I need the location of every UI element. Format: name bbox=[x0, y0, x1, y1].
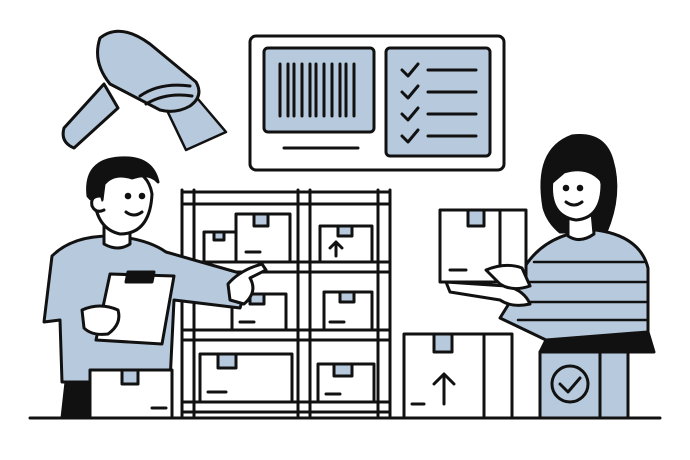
man-ear bbox=[90, 194, 106, 213]
cardboard-box-icon bbox=[202, 230, 240, 264]
scanner-head-ring bbox=[138, 83, 192, 98]
scanner-head-ring-inner bbox=[144, 93, 194, 106]
checklist-panel bbox=[384, 46, 492, 158]
cardboard-box-icon bbox=[234, 212, 292, 264]
woman-legs bbox=[538, 330, 656, 354]
barcode-icon bbox=[278, 62, 356, 118]
woman-bangs bbox=[548, 150, 606, 186]
cardboard-box-icon bbox=[316, 362, 376, 404]
cardboard-box-icon bbox=[198, 352, 294, 404]
man-hand-right bbox=[226, 262, 268, 306]
man-hand-left bbox=[80, 304, 121, 336]
man-worker bbox=[42, 156, 268, 420]
shelving-icon bbox=[180, 188, 392, 418]
cardboard-box-icon bbox=[318, 224, 374, 264]
checkmark-badge-icon bbox=[538, 350, 630, 420]
woman-hand-top bbox=[484, 263, 532, 291]
scanner-body bbox=[96, 29, 201, 113]
man-hair bbox=[86, 156, 160, 203]
dashboard-monitor bbox=[248, 34, 506, 172]
up-arrow-icon bbox=[328, 240, 344, 258]
barcode-scanner-icon bbox=[61, 29, 228, 152]
checklist-icon bbox=[400, 62, 478, 144]
cardboard-box-icon bbox=[88, 368, 174, 420]
cardboard-box-icon bbox=[402, 332, 514, 420]
scanner-arm bbox=[61, 82, 120, 150]
up-arrow-icon bbox=[432, 372, 456, 406]
woman-worker bbox=[438, 134, 656, 354]
cardboard-box-icon bbox=[322, 290, 374, 332]
